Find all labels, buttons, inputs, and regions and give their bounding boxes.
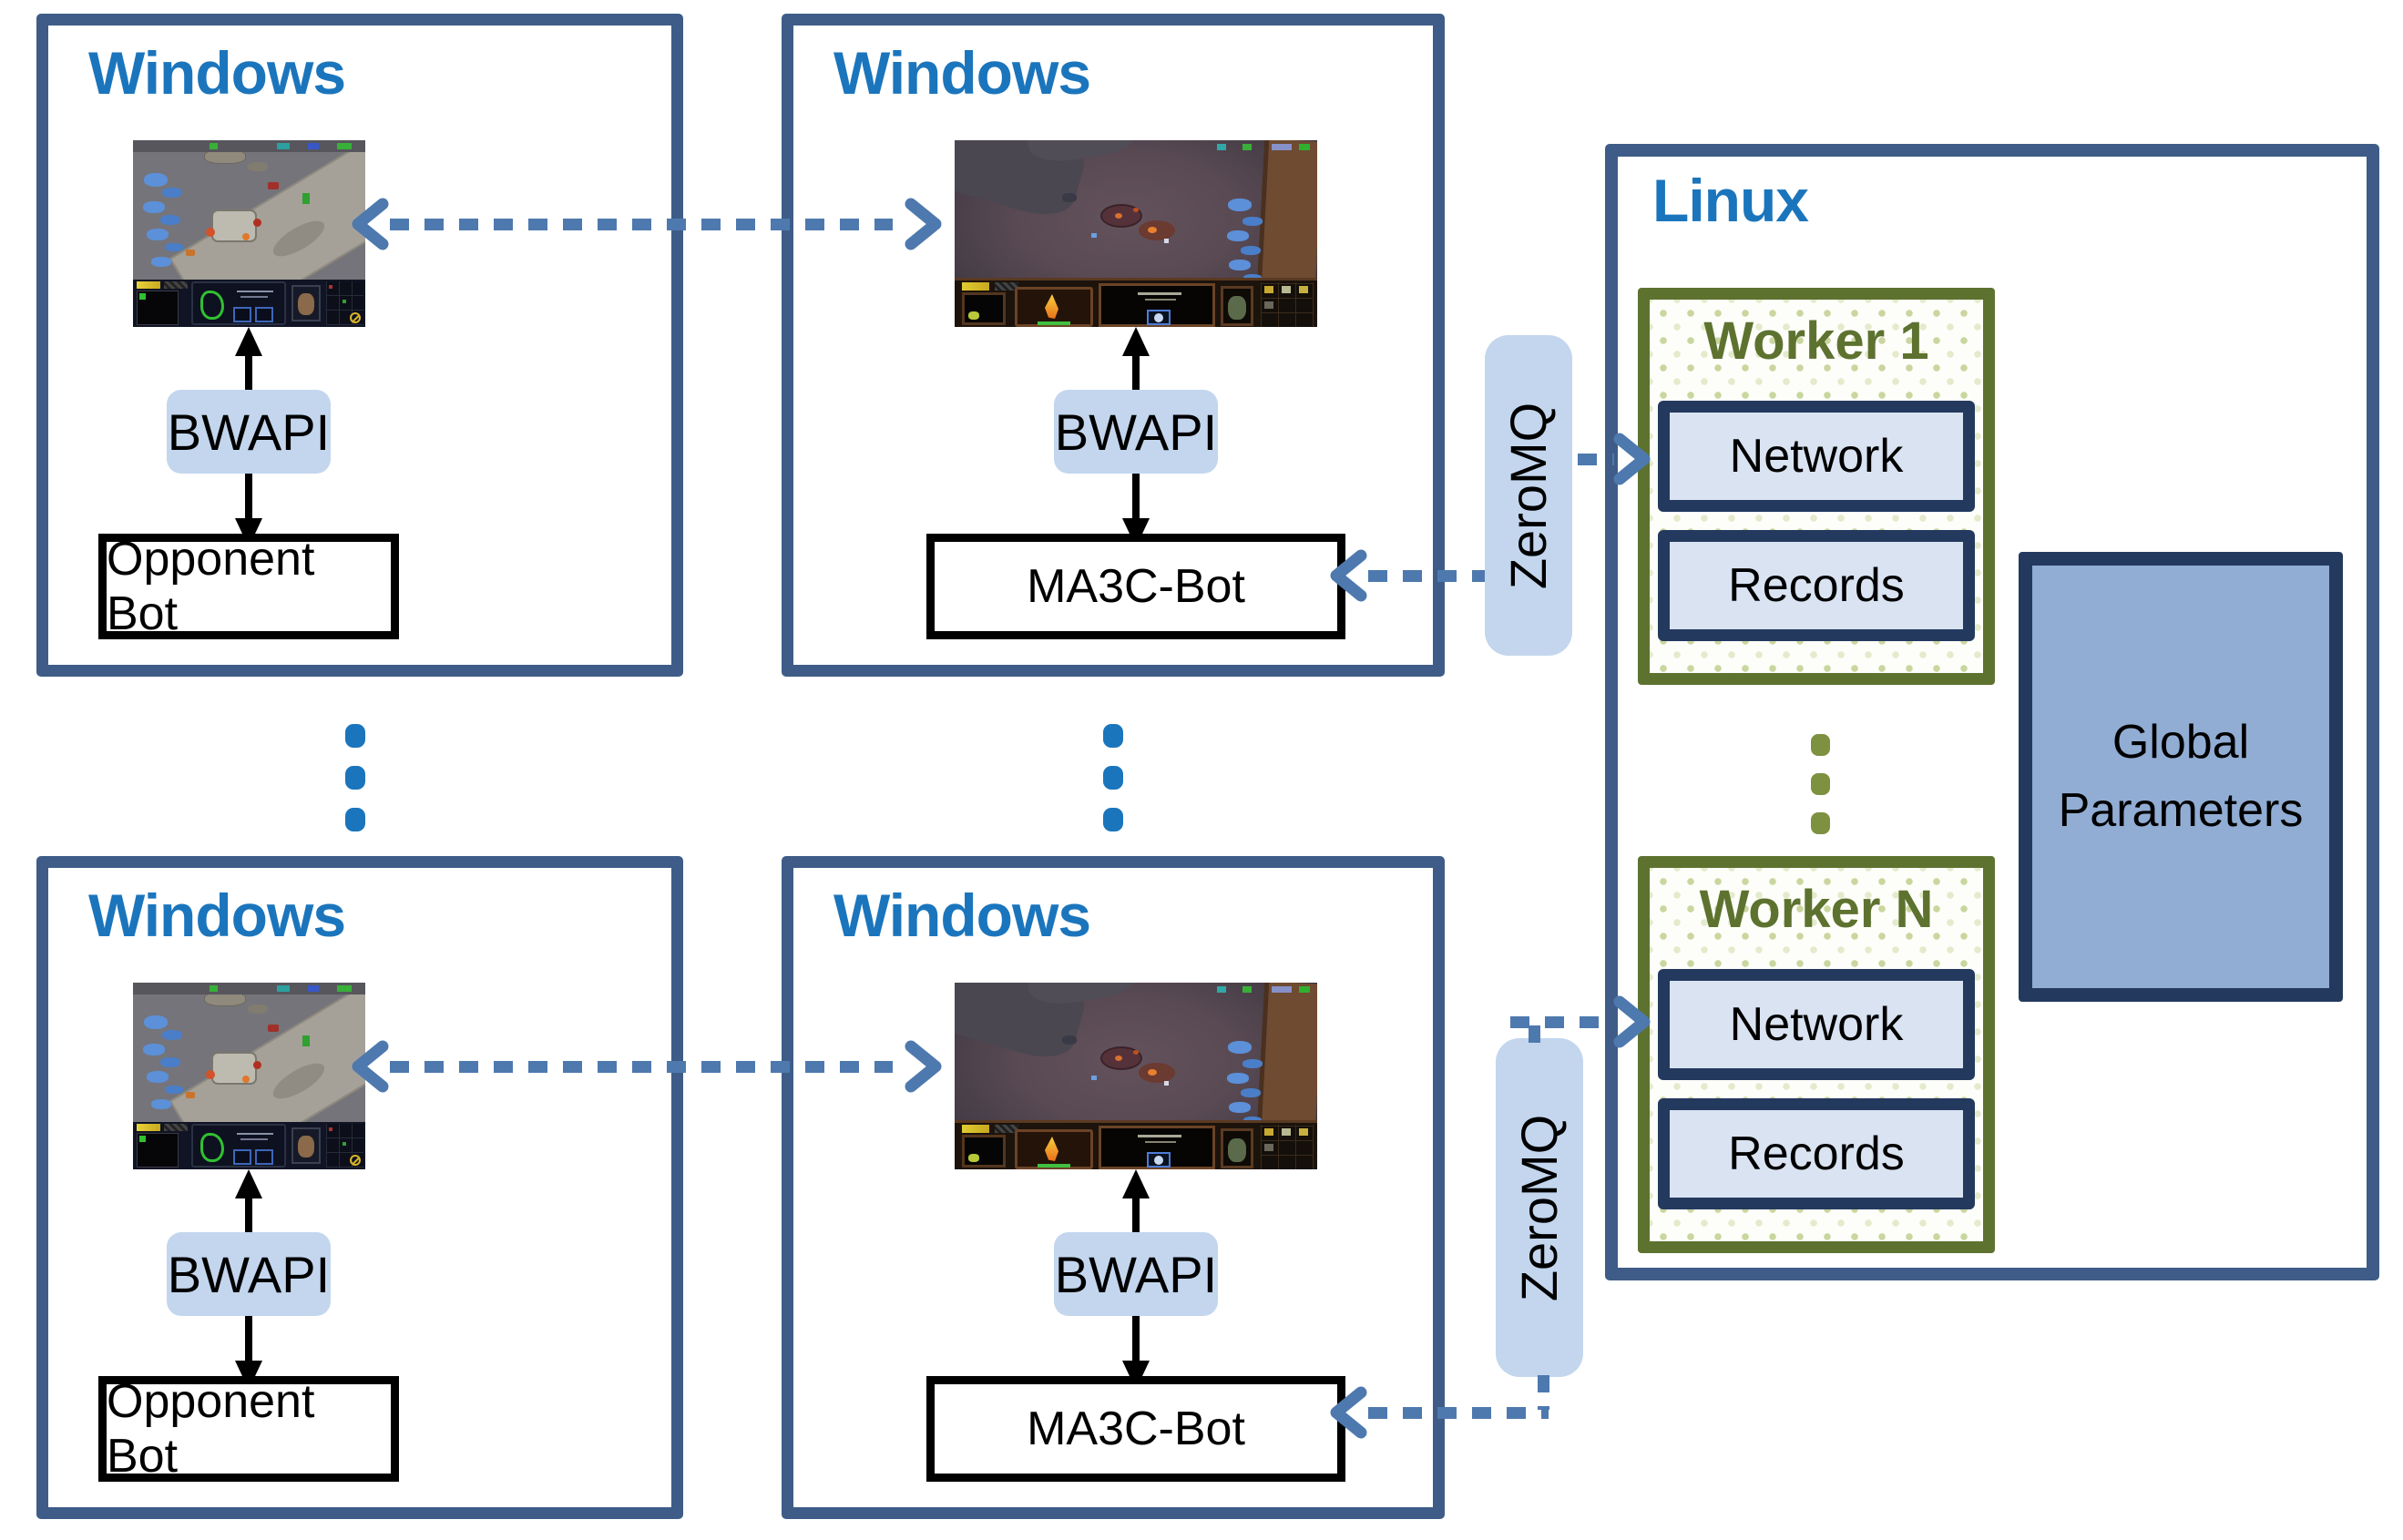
chevron-left-icon [1330,549,1367,602]
os-label-windows: Windows [88,882,346,949]
ma3c-bot-box: MA3C-Bot [926,534,1345,639]
worker-n-box: Worker N Network Records [1638,856,1995,1253]
zeromq-label-bottom: ZeroMQ [1496,1038,1583,1377]
worker-n-network-box: Network [1658,969,1975,1080]
dashed-line-corner [1538,1375,1549,1410]
windows-box-top-middle: Windows BWAPI MA3C-Bot [782,14,1445,677]
os-label-windows: Windows [833,39,1091,107]
game-screenshot-terran [133,140,365,327]
ellipsis-dot [1811,812,1830,834]
worker-1-box: Worker 1 Network Records [1638,288,1995,685]
dashed-line-games-top [390,219,893,230]
worker-1-network-box: Network [1658,401,1975,512]
bwapi-box: BWAPI [167,1232,331,1316]
game-screenshot-zerg [955,983,1317,1169]
arrow-shaft [245,474,252,521]
arrow-up-icon [1122,327,1150,356]
bwapi-box: BWAPI [1054,390,1218,474]
chevron-left-icon [352,1040,389,1093]
zeromq-text: ZeroMQ [1510,1114,1569,1301]
chevron-left-icon [352,198,389,250]
chevron-right-icon [905,198,942,250]
dashed-line-zeromq-network-top [1578,454,1614,465]
worker-1-title: Worker 1 [1703,311,1929,371]
ellipsis-dot [1103,808,1123,831]
game-screenshot-terran [133,983,365,1169]
dashed-line-games-bottom [390,1061,893,1073]
bwapi-box: BWAPI [1054,1232,1218,1316]
dashed-line-zeromq-network-bottom [1510,1016,1612,1028]
worker-n-title: Worker N [1699,880,1934,939]
arrow-shaft [245,353,252,392]
ma3c-bot-box: MA3C-Bot [926,1376,1345,1482]
bwapi-box: BWAPI [167,390,331,474]
ellipsis-dot [1811,734,1830,756]
opponent-bot-box: Opponent Bot [98,533,399,640]
arrow-up-icon [1122,1169,1150,1198]
ellipsis-dot [1103,766,1123,790]
game-screenshot-zerg [955,140,1317,327]
arrow-up-icon [235,1169,262,1198]
zeromq-label-top: ZeroMQ [1485,335,1572,656]
os-label-windows: Windows [88,39,346,107]
opponent-bot-box: Opponent Bot [98,1375,399,1483]
linux-box: Linux Worker 1 Network Records Worker N … [1605,144,2379,1280]
chevron-right-icon [905,1040,942,1093]
windows-box-bottom-left: Windows BWAPI Opponent Bot [36,856,683,1519]
os-label-linux: Linux [1652,167,1809,234]
arrow-shaft [1132,1316,1140,1363]
chevron-right-icon [1613,433,1651,485]
dashed-line-zeromq-ma3c-bottom [1368,1407,1549,1419]
arrow-up-icon [235,327,262,356]
arrow-shaft [1132,474,1140,521]
ellipsis-dot [345,724,365,748]
worker-1-records-box: Records [1658,530,1975,641]
chevron-left-icon [1330,1386,1367,1439]
arrow-shaft [1132,1196,1140,1234]
dashed-line-corner [1529,1025,1540,1045]
ellipsis-dot [345,766,365,790]
global-parameters-box: Global Parameters [2019,552,2343,1002]
windows-box-top-left: Windows BWAPI Opponent Bot [36,14,683,677]
arrow-shaft [245,1196,252,1234]
worker-n-records-box: Records [1658,1098,1975,1209]
ellipsis-dot [1103,724,1123,748]
ellipsis-dot [1811,773,1830,795]
arrow-shaft [245,1316,252,1363]
dashed-line-zeromq-ma3c-top [1368,570,1485,582]
zeromq-text: ZeroMQ [1499,402,1558,589]
os-label-windows: Windows [833,882,1091,949]
arrow-shaft [1132,353,1140,392]
ellipsis-dot [345,808,365,831]
chevron-right-icon [1613,995,1651,1048]
